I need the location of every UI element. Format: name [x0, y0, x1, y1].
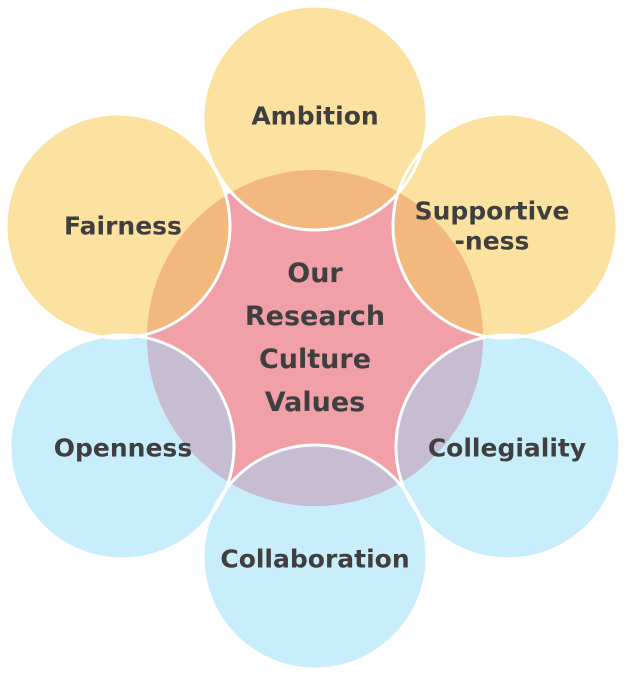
petal-fairness-outline — [4, 112, 232, 340]
center-label-line-3: Culture — [259, 344, 371, 375]
center-label-line-2: Research — [245, 301, 385, 332]
petal-label-openness: Openness — [54, 434, 192, 463]
petal-collegiality-outline — [394, 333, 622, 561]
overlap-supportiveness — [393, 170, 483, 338]
petal-collaboration-circle — [203, 445, 427, 669]
center-label-line-4: Values — [265, 387, 366, 418]
petal-label-supportiveness-line-2: -ness — [455, 227, 530, 256]
petal-label-fairness: Fairness — [64, 212, 182, 241]
petal-label-collaboration: Collaboration — [220, 545, 409, 574]
petal-label-supportiveness-line-1: Supportive — [415, 197, 570, 226]
overlap-fairness — [147, 170, 230, 338]
petal-label-ambition: Ambition — [251, 102, 378, 131]
petal-openness-outline — [8, 333, 236, 561]
petal-supportiveness-outline — [391, 112, 619, 340]
petal-ambition-outline — [201, 4, 429, 232]
petal-ambition-circle — [203, 6, 427, 230]
petal-collaboration-outline — [201, 443, 429, 671]
petal-label-collegiality: Collegiality — [428, 434, 586, 463]
center-label-line-1: Our — [287, 258, 343, 289]
